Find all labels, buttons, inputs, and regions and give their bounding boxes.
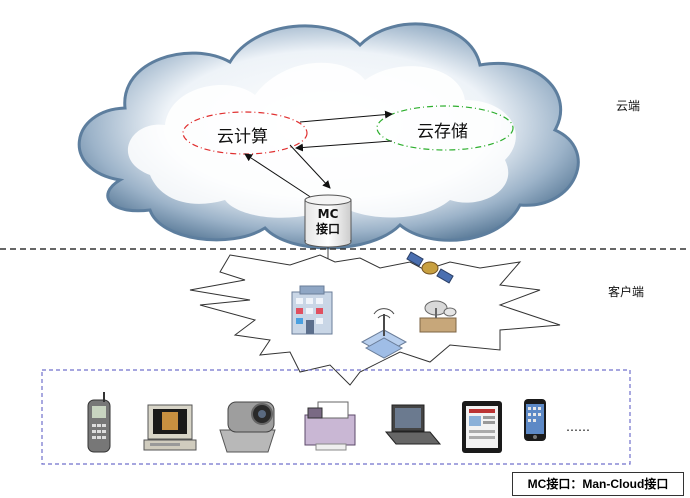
building-icon [291, 285, 333, 335]
client-side-label: 客户端 [608, 285, 645, 299]
tablet-icon [462, 401, 502, 453]
mobile-phone-icon [87, 392, 111, 453]
arrow-mc-to-compute [244, 153, 313, 199]
satellite-dish-icon [419, 300, 457, 333]
arrow-compute-to-mc [289, 144, 331, 189]
mc-interface-label: MC 接口 [306, 207, 350, 237]
smartphone-icon [524, 399, 546, 441]
desktop-computer-icon [143, 404, 197, 451]
cloud-compute-label: 云计算 [217, 127, 268, 147]
cloud-side-label: 云端 [616, 99, 641, 113]
arrow-compute-to-storage [299, 110, 393, 123]
storage-ellipse [376, 105, 514, 151]
laptop-icon [384, 404, 442, 445]
client-network-starburst [189, 254, 561, 386]
mc-interface-note: MC接口：Man-Cloud接口 [512, 472, 684, 496]
network-tower-icon [360, 308, 408, 359]
video-camera-icon [219, 401, 276, 453]
cloud-storage-label: 云存储 [417, 122, 468, 142]
arrow-storage-to-compute [295, 140, 393, 152]
mc-label-line1: MC [317, 207, 339, 221]
fax-printer-icon [304, 401, 356, 451]
mc-interface-cylinder [304, 194, 352, 268]
device-group-box [41, 369, 631, 465]
cloud-shape [77, 22, 580, 250]
more-devices-ellipsis: …… [566, 420, 590, 434]
mc-label-line2: 接口 [315, 222, 340, 236]
satellite-icon [406, 251, 454, 284]
